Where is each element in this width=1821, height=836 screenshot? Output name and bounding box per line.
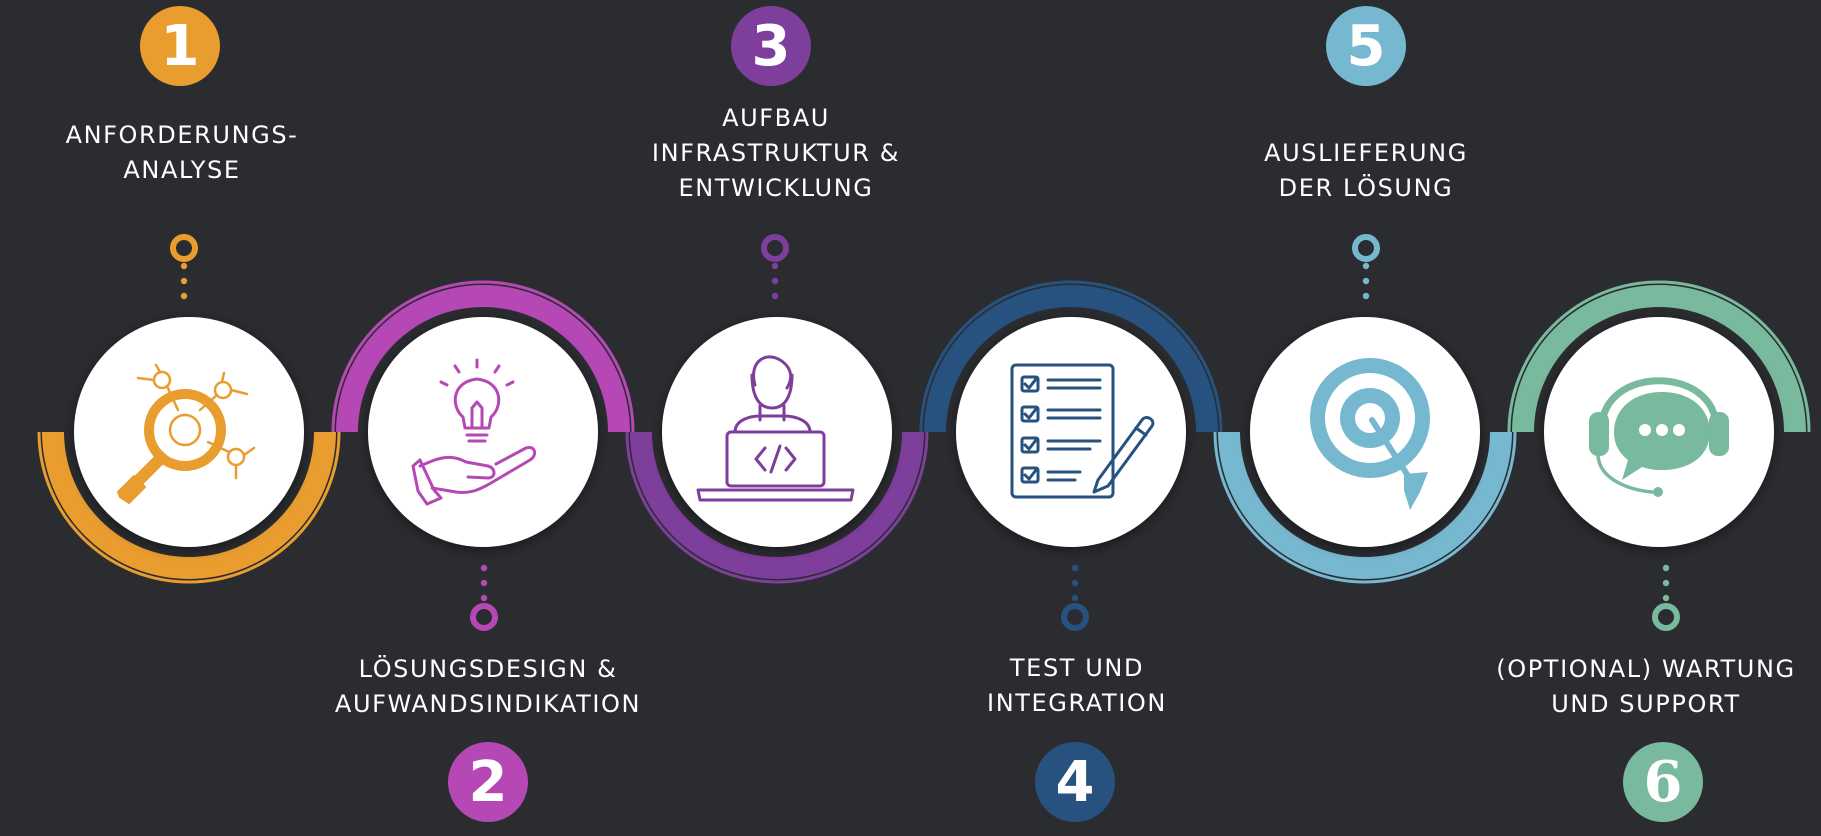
step-2: 2	[331, 280, 635, 822]
step-3-arc	[625, 431, 929, 584]
step-1: 1	[37, 6, 341, 584]
step-6-number-badge: 6	[1623, 742, 1703, 822]
step-4-number-badge: 4	[1035, 742, 1115, 822]
step-1-number-badge: 1	[140, 6, 220, 86]
step-2-circle	[368, 317, 598, 547]
target-arrow-icon	[1310, 358, 1430, 510]
step-1-label: ANFORDERUNGS- ANALYSE	[65, 121, 299, 184]
step-5-number-badge: 5	[1326, 6, 1406, 86]
developer-laptop-icon	[696, 355, 855, 502]
step-2-label: LÖSUNGSDESIGN & AUFWANDSINDIKATION	[334, 655, 642, 718]
step-4-number: 4	[1056, 750, 1095, 815]
step-3-label: AUFBAU INFRASTRUKTUR & ENTWICKLUNG	[651, 104, 901, 202]
step-3-number: 3	[752, 14, 791, 79]
step-5-number: 5	[1347, 14, 1386, 79]
checklist-pencil-icon	[1010, 363, 1155, 499]
step-4-circle	[956, 317, 1186, 547]
step-1-connector	[170, 234, 198, 300]
step-1-number: 1	[161, 14, 200, 79]
step-3-connector	[761, 234, 789, 300]
step-4-connector	[1061, 564, 1089, 631]
step-2-number-badge: 2	[448, 742, 528, 822]
step-5-arc	[1213, 431, 1517, 584]
step-6-label: (OPTIONAL) WARTUNG UND SUPPORT	[1496, 655, 1796, 718]
step-2-number: 2	[469, 750, 508, 815]
step-2-arc	[331, 280, 635, 433]
step-5-connector	[1352, 234, 1380, 300]
step-1-arc	[37, 431, 341, 584]
magnifier-network-icon	[117, 363, 256, 504]
step-3-number-badge: 3	[731, 6, 811, 86]
step-6: 6	[1507, 280, 1811, 822]
step-6-connector	[1652, 564, 1680, 631]
step-1-circle	[74, 317, 304, 547]
step-5: 5	[1213, 6, 1517, 584]
headset-chat-icon	[1589, 377, 1729, 497]
step-5-label: AUSLIEFERUNG DER LÖSUNG	[1264, 139, 1468, 202]
step-6-arc	[1507, 280, 1811, 433]
step-4-arc	[919, 280, 1223, 433]
step-2-connector	[470, 564, 498, 631]
lightbulb-hand-icon	[411, 358, 537, 506]
step-6-number: 6	[1644, 749, 1683, 815]
step-4: 4	[919, 280, 1223, 822]
step-3: 3	[625, 6, 929, 584]
step-4-label: TEST UND INTEGRATION	[987, 654, 1167, 717]
